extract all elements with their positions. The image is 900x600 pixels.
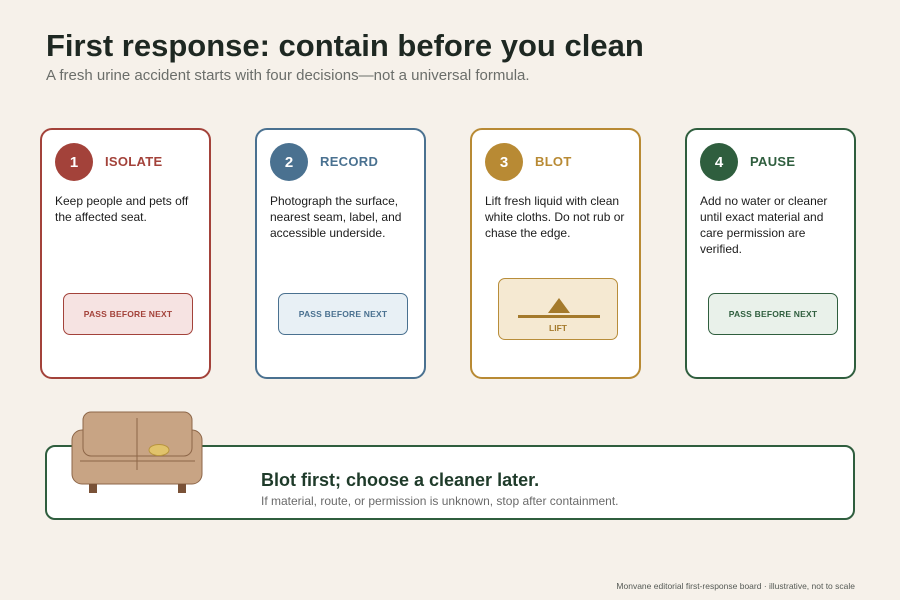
step-description: Photograph the surface, nearest seam, la… xyxy=(270,194,402,240)
step-description: Add no water or cleaner until exact mate… xyxy=(700,194,828,256)
footnote: Monvane editorial first-response board ·… xyxy=(616,581,855,591)
lift-label: LIFT xyxy=(549,323,567,333)
page-title: First response: contain before you clean xyxy=(46,28,644,63)
lift-illustration: LIFT xyxy=(498,278,618,340)
step-number-badge: 1 xyxy=(55,143,93,181)
step-number-badge: 4 xyxy=(700,143,738,181)
step-description: Keep people and pets off the affected se… xyxy=(55,194,189,224)
banner-title: Blot first; choose a cleaner later. xyxy=(261,470,540,490)
step-card-record: 2 RECORD Photograph the surface, nearest… xyxy=(255,128,426,379)
step-title: BLOT xyxy=(535,154,572,169)
step-title: PAUSE xyxy=(750,154,796,169)
step-card-blot: 3 BLOT Lift fresh liquid with clean whit… xyxy=(470,128,641,379)
pass-before-next-tag: PASS BEFORE NEXT xyxy=(708,293,838,335)
step-description: Lift fresh liquid with clean white cloth… xyxy=(485,194,625,240)
step-number-badge: 3 xyxy=(485,143,523,181)
banner-text: If material, route, or permission is unk… xyxy=(261,494,619,508)
sofa-icon xyxy=(71,411,203,493)
step-card-isolate: 1 ISOLATE Keep people and pets off the a… xyxy=(40,128,211,379)
lift-arrow-icon xyxy=(518,298,600,318)
pass-before-next-tag: PASS BEFORE NEXT xyxy=(63,293,193,335)
step-title: RECORD xyxy=(320,154,379,169)
step-title: ISOLATE xyxy=(105,154,163,169)
pass-before-next-tag: PASS BEFORE NEXT xyxy=(278,293,408,335)
page-subtitle: A fresh urine accident starts with four … xyxy=(46,67,530,84)
step-number-badge: 2 xyxy=(270,143,308,181)
step-card-pause: 4 PAUSE Add no water or cleaner until ex… xyxy=(685,128,856,379)
